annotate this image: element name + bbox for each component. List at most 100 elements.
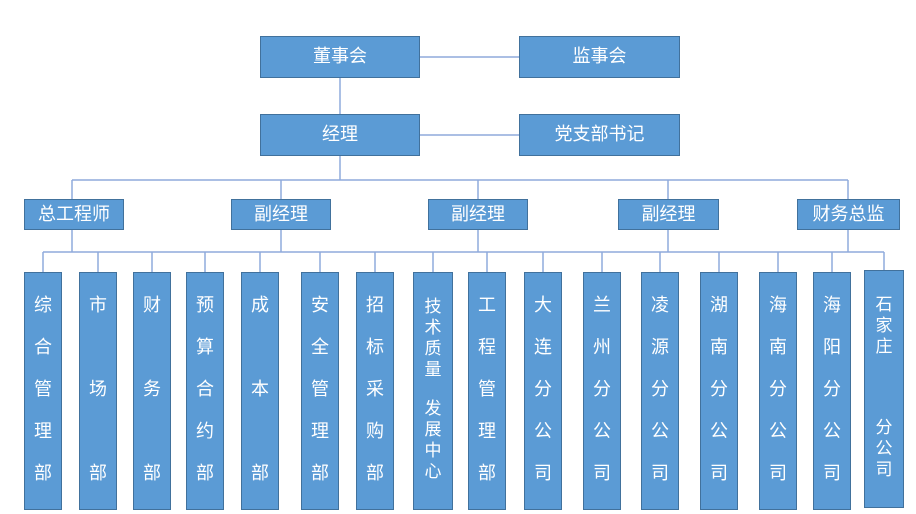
label-group: 公: [823, 423, 841, 441]
label-char: 预: [196, 295, 214, 316]
label-char: 量: [424, 360, 442, 380]
label-char: 工: [478, 295, 496, 316]
label-group: 公: [710, 423, 728, 441]
label-group: 本: [251, 381, 269, 399]
department-box-8: 技术质量发展中心: [413, 272, 453, 510]
label-char: 中: [424, 441, 442, 461]
label-group: 部: [311, 465, 329, 483]
label-char: 技: [424, 297, 442, 317]
label-char: 凌: [651, 295, 669, 316]
label-group: 成: [251, 297, 269, 315]
label-group: 管: [311, 381, 329, 399]
label-char: 公: [823, 421, 841, 442]
label-char: 司: [823, 463, 841, 484]
label-char: 术: [424, 318, 442, 338]
label-char: 湖: [710, 295, 728, 316]
label-char: 部: [478, 463, 496, 484]
label-char: 部: [34, 463, 52, 484]
label-group: 务: [143, 381, 161, 399]
label-char: 管: [34, 379, 52, 400]
label-group: 州: [593, 339, 611, 357]
board-label: 董事会: [313, 46, 367, 67]
label-group: 部: [89, 465, 107, 483]
department-label: 安全管理部: [302, 297, 338, 483]
deputy-manager-label: 副经理: [451, 203, 505, 225]
label-group: 南: [710, 339, 728, 357]
deputy-manager-box-1: 副经理: [231, 199, 331, 230]
label-char: 分: [875, 418, 893, 438]
label-char: 理: [34, 421, 52, 442]
label-group: 部: [366, 465, 384, 483]
label-group: 分公司: [876, 418, 893, 481]
label-char: 心: [424, 462, 442, 482]
label-char: 司: [710, 463, 728, 484]
label-char: 司: [875, 460, 893, 480]
label-group: 全: [311, 339, 329, 357]
label-group: 约: [196, 423, 214, 441]
label-group: 兰: [593, 297, 611, 315]
department-box-11: 兰州分公司: [583, 272, 621, 510]
department-box-3: 财务部: [133, 272, 171, 510]
department-label: 综合管理部: [25, 297, 61, 483]
label-group: 公: [651, 423, 669, 441]
label-group: 南: [769, 339, 787, 357]
label-group: 海: [769, 297, 787, 315]
department-box-12: 凌源分公司: [641, 272, 679, 510]
department-label: 大连分公司: [525, 297, 561, 483]
label-char: 分: [710, 379, 728, 400]
label-char: 庄: [875, 337, 893, 357]
label-group: 管: [478, 381, 496, 399]
label-group: 司: [534, 465, 552, 483]
label-group: 市: [89, 297, 107, 315]
department-box-7: 招标采购部: [356, 272, 394, 510]
department-label: 招标采购部: [357, 297, 393, 483]
label-char: 采: [366, 379, 384, 400]
label-group: 技术质量: [425, 297, 442, 381]
label-char: 务: [143, 379, 161, 400]
deputy-manager-label: 副经理: [641, 203, 696, 225]
party-secretary-label: 党支部书记: [554, 124, 645, 145]
label-char: 分: [769, 379, 787, 400]
label-char: 合: [196, 379, 214, 400]
label-char: 管: [478, 379, 496, 400]
label-group: 理: [34, 423, 52, 441]
label-char: 部: [251, 463, 269, 484]
label-group: 场: [89, 381, 107, 399]
label-char: 安: [311, 295, 329, 316]
label-char: 分: [593, 379, 611, 400]
label-char: 成: [251, 295, 269, 316]
label-char: 部: [196, 463, 214, 484]
label-char: 南: [710, 337, 728, 358]
label-char: 程: [478, 337, 496, 358]
department-label: 海阳分公司: [814, 297, 850, 483]
label-char: 质: [424, 339, 442, 359]
label-group: 公: [593, 423, 611, 441]
label-group: 部: [196, 465, 214, 483]
department-label: 成本部: [242, 297, 278, 483]
label-char: 财: [143, 295, 161, 316]
label-group: 发展中心: [425, 399, 442, 483]
label-group: 大: [534, 297, 552, 315]
label-group: 分: [769, 381, 787, 399]
label-group: 部: [478, 465, 496, 483]
label-group: 分: [651, 381, 669, 399]
label-group: 采: [366, 381, 384, 399]
label-char: 理: [478, 421, 496, 442]
label-char: 海: [769, 295, 787, 316]
label-group: 石家庄: [876, 295, 893, 358]
label-char: 家: [875, 316, 893, 336]
department-label: 凌源分公司: [642, 297, 678, 483]
label-char: 分: [534, 379, 552, 400]
label-char: 约: [196, 421, 214, 442]
deputy-manager-box-2: 副经理: [428, 199, 528, 230]
label-group: 凌: [651, 297, 669, 315]
label-group: 工: [478, 297, 496, 315]
label-char: 购: [366, 421, 384, 442]
label-group: 标: [366, 339, 384, 357]
label-group: 理: [311, 423, 329, 441]
label-char: 阳: [823, 337, 841, 358]
label-char: 发: [424, 399, 442, 419]
party-secretary-box: 党支部书记: [519, 114, 680, 156]
label-char: 海: [823, 295, 841, 316]
label-char: 理: [311, 421, 329, 442]
